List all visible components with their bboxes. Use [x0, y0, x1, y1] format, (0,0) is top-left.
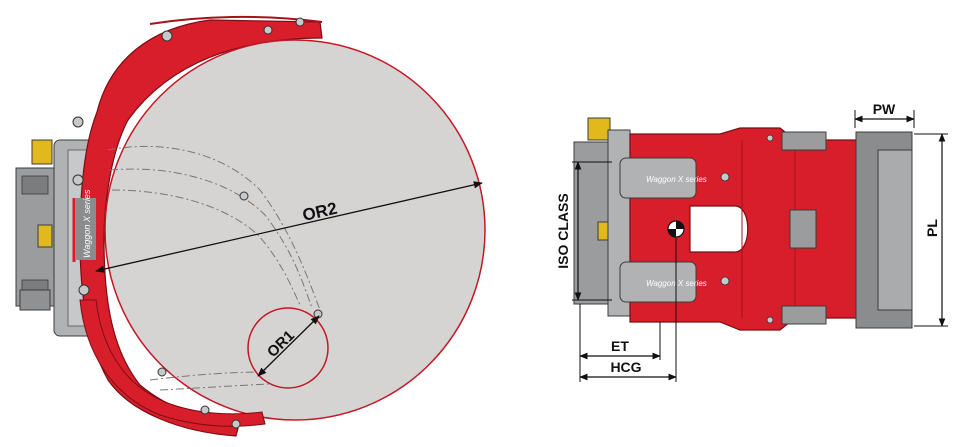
mounting-carriage: [15, 139, 55, 311]
pl-label: PL: [924, 219, 940, 237]
brand-label-upper: Waggon X series: [646, 175, 707, 184]
clamp-pads: [781, 131, 913, 329]
body-bolts: [720, 134, 774, 324]
hydraulic-block-top-view: [587, 117, 611, 141]
brand-badge-left: Waggon X series: [76, 189, 96, 260]
clamp-arm-lower: [79, 299, 266, 427]
hydraulic-block-top: [31, 139, 53, 165]
dimension-iso-class: ISO CLASS: [555, 161, 612, 301]
pw-label: PW: [873, 101, 896, 117]
left-side-view: Waggon X series OR2 OR1: [15, 15, 486, 437]
dimension-pl: PL: [914, 133, 948, 327]
hcg-label: HCG: [610, 359, 641, 375]
dimension-pw: PW: [854, 101, 915, 128]
brand-label-left: Waggon X series: [82, 189, 92, 258]
center-slot: [689, 205, 749, 253]
right-top-view: Waggon X series Waggon X series PW: [555, 101, 948, 382]
iso-class-label: ISO CLASS: [555, 193, 571, 268]
dimension-et: ET: [579, 304, 661, 382]
dimension-hcg: HCG: [579, 238, 677, 382]
hydraulic-block-middle: [37, 224, 53, 248]
center-of-gravity-marker: [667, 220, 685, 238]
et-label: ET: [611, 338, 629, 354]
